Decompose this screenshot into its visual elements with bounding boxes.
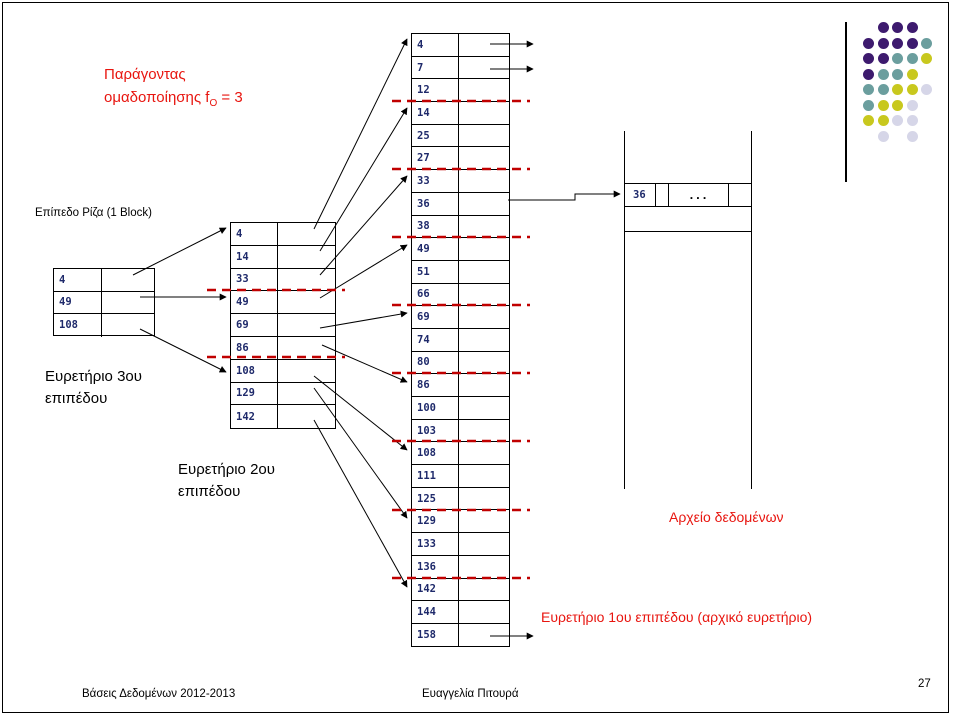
arrow-root-4 bbox=[133, 228, 226, 275]
footer-author: Ευαγγελία Πιτουρά bbox=[422, 688, 519, 700]
arrow-l1-36-to-data bbox=[508, 194, 620, 200]
arrow-l2-69 bbox=[320, 313, 407, 328]
arrow-l2-142 bbox=[314, 420, 407, 587]
arrow-l2-14 bbox=[320, 108, 407, 251]
arrow-l2-129 bbox=[314, 388, 407, 518]
footer-course: Βάσεις Δεδομένων 2012-2013 bbox=[82, 688, 235, 700]
arrow-l2-108 bbox=[314, 376, 407, 450]
arrow-l2-4 bbox=[314, 39, 407, 229]
arrow-root-108 bbox=[140, 329, 226, 372]
page-number: 27 bbox=[918, 678, 931, 690]
arrow-l2-86 bbox=[322, 345, 407, 382]
